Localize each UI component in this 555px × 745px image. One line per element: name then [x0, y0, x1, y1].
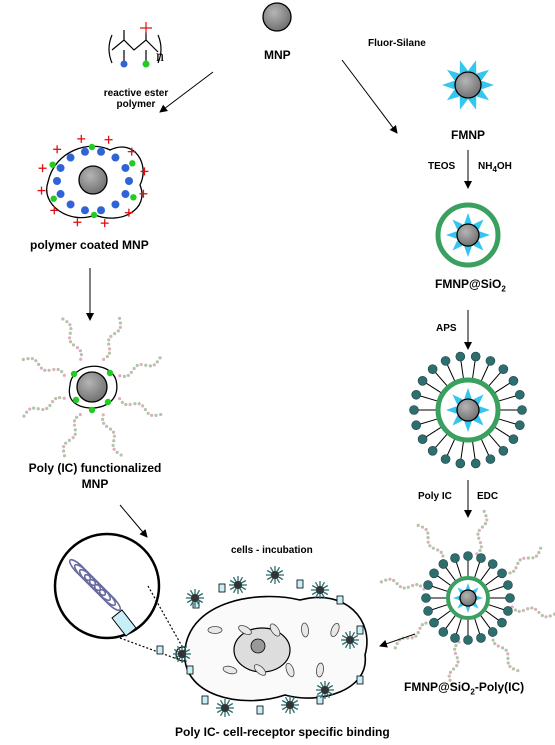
label-teos: TEOS: [428, 161, 456, 172]
label-edc: EDC: [477, 491, 499, 502]
label-binding: Poly IC- cell-receptor specific binding: [175, 725, 390, 739]
final-conjugate-icon: [379, 509, 555, 687]
label-mnp: MNP: [264, 48, 291, 62]
arrow-final-to-cell: [379, 633, 416, 648]
label-subscript-n: n: [156, 48, 164, 65]
mnp-particle-icon: [262, 2, 292, 32]
polymer-structure-icon: [108, 22, 162, 68]
arrow-mnp-to-polymer: [159, 71, 214, 113]
arrow-polyic-to-cell: [119, 504, 148, 538]
label-nh4oh: NH4OH: [478, 161, 512, 174]
amine-functionalized-icon: [409, 351, 527, 469]
label-polymer-coated: polymer coated MNP: [30, 238, 149, 252]
polymer-coated-mnp-icon: [37, 134, 149, 228]
label-cells-incubation: cells - incubation: [231, 545, 313, 556]
fmnp-icon: [442, 60, 494, 110]
label-final-conjugate: FMNP@SiO2-Poly(IC): [404, 680, 525, 697]
label-fmnp-sio2: FMNP@SiO2: [435, 277, 506, 294]
cell-icon: [156, 566, 368, 717]
label-poly-ic-reagent: Poly IC: [418, 491, 452, 502]
label-fmnp: FMNP: [451, 128, 485, 142]
label-fluor-silane: Fluor-Silane: [368, 38, 426, 49]
magnifier-icon: [53, 532, 191, 662]
poly-ic-mnp-icon: [21, 316, 163, 458]
label-aps: APS: [436, 323, 457, 334]
silica-shell-icon: [435, 202, 501, 268]
arrow-mnp-to-fmnp: [341, 59, 398, 134]
